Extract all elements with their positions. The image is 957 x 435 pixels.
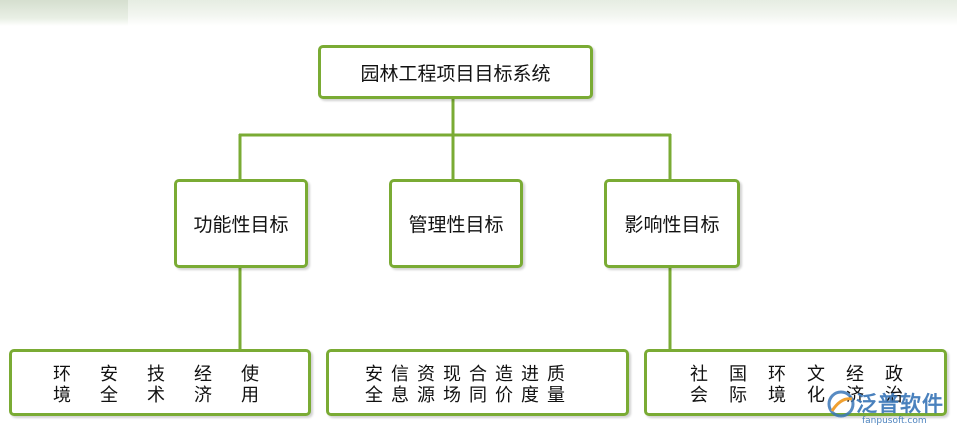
leaf-item: 进度 bbox=[521, 364, 539, 406]
leaf-item: 国际 bbox=[729, 364, 747, 406]
leaf-char: 使 bbox=[241, 364, 259, 385]
leaf-char: 国 bbox=[729, 364, 747, 385]
leaf-char: 治 bbox=[885, 385, 903, 406]
root-node-label: 园林工程项目目标系统 bbox=[360, 62, 551, 85]
leaf-columns: 安全 信息 资源 现场 合同 造价 进度 质量 bbox=[365, 364, 565, 406]
leaf-char: 信 bbox=[391, 364, 409, 385]
leaf-char: 境 bbox=[768, 385, 786, 406]
leaf-char: 现 bbox=[443, 364, 461, 385]
leaf-char: 息 bbox=[391, 385, 409, 406]
leaf-item: 经济 bbox=[194, 364, 212, 406]
top-gradient-band bbox=[0, 0, 957, 26]
fanpu-logo-icon bbox=[827, 390, 855, 418]
root-node: 园林工程项目目标系统 bbox=[318, 45, 593, 99]
leaf-char: 境 bbox=[53, 385, 71, 406]
leaf-char: 济 bbox=[194, 385, 212, 406]
leaf-char: 技 bbox=[147, 364, 165, 385]
category-label: 影响性目标 bbox=[624, 214, 720, 236]
leaf-item: 环境 bbox=[53, 364, 71, 406]
leaf-char: 安 bbox=[100, 364, 118, 385]
leaf-char: 社 bbox=[690, 364, 708, 385]
category-node-functional: 功能性目标 bbox=[174, 179, 308, 268]
leaf-char: 环 bbox=[53, 364, 71, 385]
watermark: 泛普软件 fanpusoft.com bbox=[826, 386, 954, 432]
leaf-node-impact: 社会 国际 环境 文化 经济 政治 bbox=[644, 349, 947, 416]
leaf-char: 政 bbox=[885, 364, 903, 385]
leaf-char: 经 bbox=[194, 364, 212, 385]
leaf-char: 环 bbox=[768, 364, 786, 385]
leaf-item: 技术 bbox=[147, 364, 165, 406]
leaf-char: 用 bbox=[241, 385, 259, 406]
leaf-char: 价 bbox=[495, 385, 513, 406]
category-label: 管理性目标 bbox=[408, 214, 504, 236]
leaf-item: 使用 bbox=[241, 364, 259, 406]
leaf-item: 造价 bbox=[495, 364, 513, 406]
leaf-char: 际 bbox=[729, 385, 747, 406]
leaf-char: 安 bbox=[365, 364, 383, 385]
leaf-item: 信息 bbox=[391, 364, 409, 406]
leaf-item: 安全 bbox=[100, 364, 118, 406]
leaf-node-management: 安全 信息 资源 现场 合同 造价 进度 质量 bbox=[326, 349, 629, 416]
leaf-char: 源 bbox=[417, 385, 435, 406]
leaf-char: 场 bbox=[443, 385, 461, 406]
leaf-item: 资源 bbox=[417, 364, 435, 406]
leaf-char: 济 bbox=[846, 385, 864, 406]
leaf-item: 文化 bbox=[807, 364, 825, 406]
leaf-char: 全 bbox=[100, 385, 118, 406]
leaf-item: 环境 bbox=[768, 364, 786, 406]
leaf-char: 全 bbox=[365, 385, 383, 406]
leaf-char: 资 bbox=[417, 364, 435, 385]
leaf-char: 文 bbox=[807, 364, 825, 385]
leaf-columns: 环境 安全 技术 经济 使用 bbox=[53, 364, 259, 406]
leaf-columns: 社会 国际 环境 文化 经济 政治 bbox=[690, 364, 903, 406]
top-left-shade bbox=[0, 0, 128, 26]
category-node-impact: 影响性目标 bbox=[604, 179, 740, 268]
leaf-item: 现场 bbox=[443, 364, 461, 406]
category-label: 功能性目标 bbox=[193, 214, 289, 236]
leaf-char: 经 bbox=[846, 364, 864, 385]
leaf-item: 质量 bbox=[547, 364, 565, 406]
leaf-char: 度 bbox=[521, 385, 539, 406]
leaf-item: 合同 bbox=[469, 364, 487, 406]
leaf-char: 质 bbox=[547, 364, 565, 385]
leaf-char: 同 bbox=[469, 385, 487, 406]
leaf-item: 社会 bbox=[690, 364, 708, 406]
leaf-char: 合 bbox=[469, 364, 487, 385]
leaf-item: 经济 bbox=[846, 364, 864, 406]
leaf-char: 进 bbox=[521, 364, 539, 385]
watermark-url: fanpusoft.com bbox=[862, 416, 927, 426]
category-node-management: 管理性目标 bbox=[389, 179, 523, 268]
leaf-char: 造 bbox=[495, 364, 513, 385]
leaf-char: 量 bbox=[547, 385, 565, 406]
leaf-item: 安全 bbox=[365, 364, 383, 406]
leaf-char: 会 bbox=[690, 385, 708, 406]
leaf-node-functional: 环境 安全 技术 经济 使用 bbox=[9, 349, 311, 416]
watermark-brand: 泛普软件 bbox=[856, 392, 944, 416]
leaf-char: 化 bbox=[807, 385, 825, 406]
leaf-char: 术 bbox=[147, 385, 165, 406]
leaf-item: 政治 bbox=[885, 364, 903, 406]
